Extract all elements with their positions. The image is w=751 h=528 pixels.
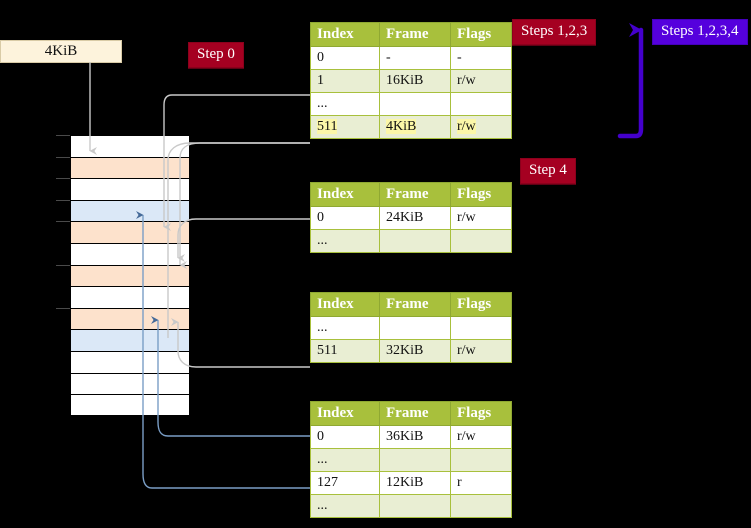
- table-cell: 16KiB: [379, 69, 451, 93]
- table-cell: 511: [310, 115, 380, 139]
- table-header-index: Index: [310, 22, 380, 47]
- table-cell: [450, 229, 512, 253]
- table-row: ...: [310, 316, 512, 340]
- table-row: ...: [310, 448, 512, 472]
- table-cell: [450, 92, 512, 116]
- badge-steps-123: Steps 1,2,3: [512, 19, 597, 45]
- table-cell: [379, 316, 451, 340]
- table-cell: ...: [310, 229, 380, 253]
- connector-pml4-511-to-memory: [179, 142, 310, 269]
- table-cell: [450, 316, 512, 340]
- memory-row: [70, 156, 190, 179]
- memory-row: [70, 243, 190, 265]
- table-header-frame: Frame: [379, 22, 451, 47]
- table-cell: 12KiB: [379, 471, 451, 495]
- table-header-flags: Flags: [450, 22, 512, 47]
- table-cell: r/w: [450, 206, 512, 230]
- badge-step-4: Step 4: [520, 158, 576, 184]
- table-cell: 0: [310, 46, 380, 70]
- connector-pdpt-to-memory: [177, 218, 310, 262]
- table-cell: [379, 92, 451, 116]
- table-header-flags: Flags: [450, 182, 512, 207]
- table-header-frame: Frame: [379, 292, 451, 317]
- memory-row: [70, 372, 190, 395]
- table-header-frame: Frame: [379, 182, 451, 207]
- memory-row: [70, 221, 190, 243]
- memory-row: [70, 264, 190, 287]
- table-cell: 4KiB: [379, 115, 451, 139]
- table-cell: r/w: [450, 425, 512, 449]
- table-cell: -: [379, 46, 451, 70]
- table-cell: r/w: [450, 69, 512, 93]
- badge-steps-1234: Steps 1,2,3,4: [652, 19, 748, 45]
- memory-row: [70, 394, 190, 416]
- table-cell: ...: [310, 494, 380, 518]
- memory-column: [70, 135, 190, 416]
- frame-size-label: 4KiB: [0, 40, 122, 63]
- table-cell: 511: [310, 339, 380, 363]
- memory-tick: [56, 265, 70, 266]
- table-cell: [450, 494, 512, 518]
- memory-tick: [56, 157, 70, 158]
- table-cell: ...: [310, 316, 380, 340]
- table-cell: [379, 229, 451, 253]
- memory-tick: [56, 178, 70, 179]
- table-header-frame: Frame: [379, 401, 451, 426]
- highlighted-value: r/w: [457, 119, 476, 134]
- table-cell: -: [450, 46, 512, 70]
- table-cell: 0: [310, 425, 380, 449]
- table-cell: r/w: [450, 115, 512, 139]
- memory-row: [70, 286, 190, 308]
- table-cell: [379, 494, 451, 518]
- table-cell: 36KiB: [379, 425, 451, 449]
- table-row: 511 4KiB r/w: [310, 115, 512, 139]
- table-cell: r/w: [450, 339, 512, 363]
- memory-row: [70, 351, 190, 373]
- table-row: 0--: [310, 46, 512, 70]
- memory-tick: [56, 221, 70, 222]
- table-cell: 1: [310, 69, 380, 93]
- table-cell: [450, 448, 512, 472]
- memory-row: [70, 178, 190, 200]
- table-cell: 24KiB: [379, 206, 451, 230]
- memory-row: [70, 307, 190, 330]
- badge-step-0: Step 0: [188, 42, 244, 68]
- table-cell: ...: [310, 448, 380, 472]
- highlighted-value: 4KiB: [386, 119, 417, 134]
- table-cell: r: [450, 471, 512, 495]
- table-header-flags: Flags: [450, 292, 512, 317]
- table-cell: ...: [310, 92, 380, 116]
- memory-tick: [56, 308, 70, 309]
- steps-bracket-arrow: [617, 23, 644, 139]
- table-header-index: Index: [310, 292, 380, 317]
- table-cell: 0: [310, 206, 380, 230]
- table-row: ...: [310, 494, 512, 518]
- connector-pd-to-memory: [171, 318, 310, 368]
- table-row: ...: [310, 229, 512, 253]
- memory-row: [70, 199, 190, 222]
- memory-row: [70, 135, 190, 157]
- memory-tick: [56, 135, 70, 136]
- table-row: ...: [310, 92, 512, 116]
- table-header-flags: Flags: [450, 401, 512, 426]
- table-cell: [379, 448, 451, 472]
- table-header-index: Index: [310, 182, 380, 207]
- memory-row: [70, 329, 190, 351]
- table-header-index: Index: [310, 401, 380, 426]
- table-cell: 127: [310, 471, 380, 495]
- memory-tick: [56, 200, 70, 201]
- table-cell: 32KiB: [379, 339, 451, 363]
- highlighted-value: 511: [317, 119, 338, 134]
